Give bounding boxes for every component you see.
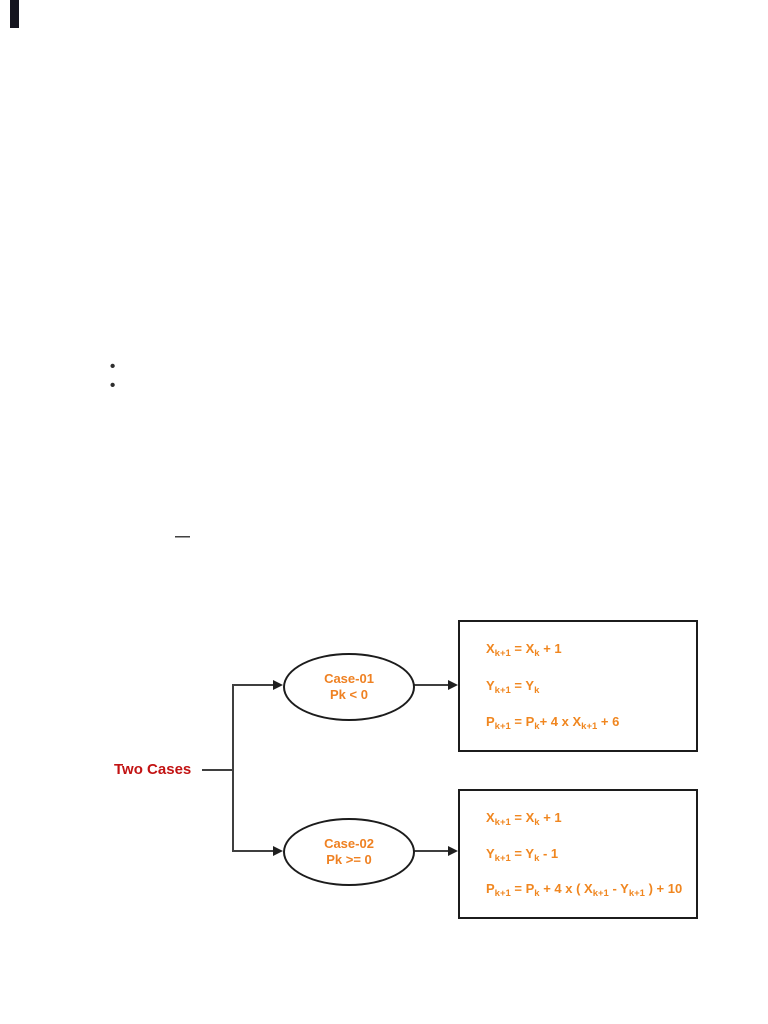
connector-to-case2 (232, 850, 274, 852)
formula: Pk+1 = Pk + 4 x ( Xk+1 - Yk+1 ) + 10 (486, 881, 683, 900)
formula: Pk+1 = Pk+ 4 x Xk+1 + 6 (486, 713, 620, 732)
corner-mark (10, 0, 19, 28)
bullet-point: • (110, 358, 116, 375)
formula: Xk+1 = Xk + 1 (486, 641, 562, 660)
connector-branch-vertical (232, 684, 234, 852)
case1-title: Case-01 (324, 671, 374, 686)
dash-mark: — (175, 528, 190, 545)
formula: Xk+1 = Xk + 1 (486, 809, 562, 828)
connector-to-case1 (232, 684, 274, 686)
connector-case1-to-box (411, 684, 449, 686)
case1-node: Case-01 Pk < 0 (283, 653, 415, 721)
arrowhead-to-case1 (273, 680, 283, 690)
arrowhead-case2-to-box (448, 846, 458, 856)
case1-formula-box: Xk+1 = Xk + 1 Yk+1 = Yk Pk+1 = Pk+ 4 x X… (458, 620, 698, 752)
formula: Yk+1 = Yk - 1 (486, 845, 559, 864)
connector-case2-to-box (411, 850, 449, 852)
case2-node: Case-02 Pk >= 0 (283, 818, 415, 886)
case2-condition: Pk >= 0 (326, 852, 372, 867)
connector-root-stub (202, 769, 234, 771)
case2-title: Case-02 (324, 836, 374, 851)
case1-condition: Pk < 0 (330, 687, 368, 702)
formula: Yk+1 = Yk (486, 677, 540, 696)
bullet-point: • (110, 377, 116, 394)
arrowhead-to-case2 (273, 846, 283, 856)
diagram-root-label: Two Cases (114, 761, 192, 778)
arrowhead-case1-to-box (448, 680, 458, 690)
case2-formula-box: Xk+1 = Xk + 1 Yk+1 = Yk - 1 Pk+1 = Pk + … (458, 789, 698, 919)
